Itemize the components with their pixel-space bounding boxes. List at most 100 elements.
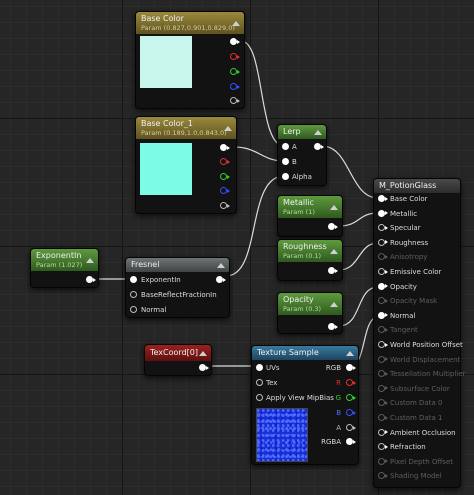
collapse-chevron-icon[interactable] — [330, 205, 338, 210]
material-input-pin[interactable] — [378, 195, 388, 202]
fresnel-normal-input-pin[interactable] — [130, 306, 137, 313]
material-header[interactable]: M_PotionGlass — [374, 179, 460, 193]
material-input-pin[interactable] — [378, 253, 388, 261]
material-input-pin[interactable] — [378, 238, 388, 246]
fresnel-exponentin-input-pin[interactable] — [130, 276, 137, 283]
apply-view-mipbias-input-pin[interactable] — [256, 394, 263, 401]
uvs-label: UVs — [266, 364, 280, 372]
collapse-chevron-icon[interactable] — [86, 258, 94, 263]
metallic-output-pin[interactable] — [328, 223, 338, 230]
r-output-label: R — [336, 379, 341, 387]
material-input-pin[interactable] — [378, 384, 388, 392]
texture-sample-node[interactable]: Texture Sample UVs Tex Apply View MipBia… — [251, 345, 359, 465]
rgba-output-pin[interactable] — [346, 438, 356, 445]
wire-lerp-to-basecolor — [321, 145, 379, 199]
fresnel-output-pin[interactable] — [216, 276, 226, 283]
collapse-chevron-icon[interactable] — [346, 351, 354, 356]
lerp-a-input-pin[interactable] — [282, 143, 289, 150]
material-input-label: Subsurface Color — [390, 384, 450, 393]
material-input-pin[interactable] — [378, 472, 388, 480]
lerp-alpha-input-pin[interactable] — [282, 173, 289, 180]
roughness-title: Roughness — [283, 242, 327, 251]
opacity-node[interactable]: Opacity Param (0.3) — [277, 292, 343, 334]
material-input-pin[interactable] — [378, 399, 388, 407]
collapse-chevron-icon[interactable] — [217, 263, 225, 268]
fresnel-node[interactable]: Fresnel ExponentIn BaseReflectFractionIn… — [125, 257, 230, 318]
opacity-output-pin[interactable] — [328, 323, 338, 330]
collapse-chevron-icon[interactable] — [330, 302, 338, 307]
exponentin-node[interactable]: ExponentIn Param (1.027) — [30, 248, 99, 288]
fresnel-basereflect-input-pin[interactable] — [130, 291, 137, 298]
exponentin-subtitle: Param (1.027) — [36, 261, 83, 269]
rgba-output-pin[interactable] — [230, 38, 240, 45]
fresnel-header[interactable]: Fresnel — [126, 258, 229, 272]
texture-sample-title: Texture Sample — [257, 348, 319, 357]
texcoord-header[interactable]: TexCoord[0] — [145, 345, 211, 361]
base-color-1-node[interactable]: Base Color_1 Param (0.189,1.0,0.843,0) — [135, 116, 237, 214]
tex-input-pin[interactable] — [256, 379, 263, 386]
texcoord-output-pin[interactable] — [199, 364, 209, 371]
lerp-b-input-pin[interactable] — [282, 158, 289, 165]
lerp-header[interactable]: Lerp — [278, 125, 326, 139]
roughness-output-pin[interactable] — [328, 267, 338, 274]
g-output-pin[interactable] — [230, 68, 240, 75]
rgba-output-pin[interactable] — [220, 144, 230, 151]
material-input-pin[interactable] — [378, 224, 388, 232]
texcoord-node[interactable]: TexCoord[0] — [144, 344, 212, 376]
collapse-chevron-icon[interactable] — [314, 130, 322, 135]
collapse-chevron-icon[interactable] — [232, 21, 240, 26]
material-input-pin[interactable] — [378, 282, 388, 290]
b-output-pin[interactable] — [346, 409, 356, 416]
material-input-pin[interactable] — [378, 457, 388, 465]
fresnel-exponentin-label: ExponentIn — [141, 276, 181, 284]
roughness-node[interactable]: Roughness Param (0.1) — [277, 239, 343, 281]
collapse-chevron-icon[interactable] — [224, 126, 232, 131]
texture-sample-header[interactable]: Texture Sample — [252, 346, 358, 360]
lerp-node[interactable]: Lerp A B Alpha — [277, 124, 327, 186]
metallic-node[interactable]: Metallic Param (1) — [277, 195, 343, 237]
material-input-pin[interactable] — [378, 355, 388, 363]
material-input-pin[interactable] — [378, 311, 388, 319]
b-output-pin[interactable] — [230, 83, 240, 90]
base-color-node[interactable]: Base Color Param (0.827,0.901,0.829,0) — [135, 11, 245, 109]
opacity-header[interactable]: Opacity Param (0.3) — [278, 293, 342, 315]
material-input-pin[interactable] — [378, 341, 388, 348]
material-input-label: World Displacement — [390, 355, 461, 364]
base-color-1-title: Base Color_1 — [141, 119, 193, 128]
a-output-pin[interactable] — [346, 424, 356, 431]
base-color-1-swatch — [140, 143, 192, 195]
uvs-input-pin[interactable] — [256, 364, 263, 371]
metallic-header[interactable]: Metallic Param (1) — [278, 196, 342, 218]
b-output-pin[interactable] — [220, 187, 230, 194]
material-input-pin[interactable] — [378, 443, 388, 451]
g-output-pin[interactable] — [346, 394, 356, 401]
material-input-pin[interactable] — [378, 370, 388, 378]
collapse-chevron-icon[interactable] — [330, 249, 338, 254]
material-input-pin[interactable] — [378, 297, 388, 305]
collapse-chevron-icon[interactable] — [199, 351, 207, 356]
base-color-header[interactable]: Base Color Param (0.827,0.901,0.829,0) — [136, 12, 244, 34]
material-input-pin[interactable] — [378, 428, 388, 436]
r-output-pin[interactable] — [230, 53, 240, 60]
material-input-pin[interactable] — [378, 326, 388, 334]
r-output-pin[interactable] — [346, 379, 356, 386]
roughness-header[interactable]: Roughness Param (0.1) — [278, 240, 342, 262]
g-output-label: G — [335, 394, 341, 402]
fresnel-normal-label: Normal — [141, 306, 167, 314]
b-output-label: B — [336, 409, 341, 417]
a-output-pin[interactable] — [230, 97, 240, 104]
r-output-pin[interactable] — [220, 158, 230, 165]
g-output-pin[interactable] — [220, 173, 230, 180]
lerp-output-pin[interactable] — [314, 143, 324, 150]
material-input-label: Emissive Color — [390, 268, 442, 276]
base-color-1-header[interactable]: Base Color_1 Param (0.189,1.0,0.843,0) — [136, 117, 236, 139]
exponentin-header[interactable]: ExponentIn Param (1.027) — [31, 249, 98, 271]
lerp-b-label: B — [292, 158, 297, 166]
rgb-output-pin[interactable] — [346, 364, 356, 371]
exponentin-output-pin[interactable] — [86, 276, 96, 283]
material-input-pin[interactable] — [378, 268, 388, 275]
material-input-pin[interactable] — [378, 414, 388, 421]
material-input-pin[interactable] — [378, 209, 388, 217]
a-output-pin[interactable] — [220, 202, 230, 209]
